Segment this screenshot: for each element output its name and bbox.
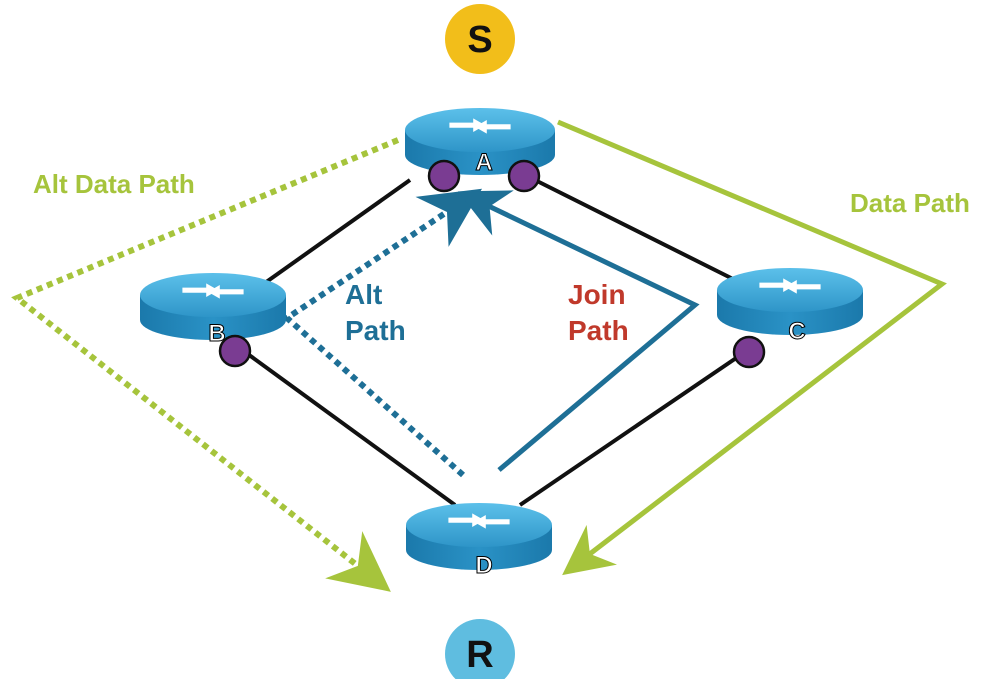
- link-a-b: [253, 178, 412, 292]
- interface-dot-icon: [507, 159, 541, 193]
- router-b-label: B: [208, 320, 225, 347]
- link-b-d: [243, 350, 457, 507]
- data-path-line: [557, 119, 947, 576]
- physical-links: [243, 178, 747, 507]
- interface-dot-icon: [732, 335, 766, 369]
- router-c-label: C: [788, 318, 805, 345]
- alt-data-path-line: [11, 137, 400, 592]
- alt-data-path-label: Alt Data Path: [33, 169, 195, 199]
- interface-dots: [218, 159, 766, 369]
- join-path-line: [457, 190, 700, 472]
- source-label: S: [467, 19, 492, 61]
- router-b[interactable]: [140, 273, 286, 340]
- join-path-label-line1: Join: [568, 279, 626, 310]
- router-d-label: D: [475, 552, 492, 579]
- alt-path-line: [282, 188, 483, 478]
- data-path-label: Data Path: [850, 188, 970, 218]
- source-node[interactable]: S: [445, 4, 515, 74]
- receiver-label: R: [466, 634, 493, 676]
- router-a-label: A: [475, 149, 492, 176]
- router-c[interactable]: [717, 268, 863, 335]
- link-c-d: [518, 350, 747, 507]
- alt-path-label-line2: Path: [345, 315, 406, 346]
- router-d[interactable]: [406, 503, 552, 570]
- link-a-c: [534, 178, 736, 282]
- interface-dot-icon: [218, 334, 252, 368]
- alt-path-label-line1: Alt: [345, 279, 382, 310]
- receiver-node[interactable]: R: [445, 619, 515, 679]
- join-path-label-line2: Path: [568, 315, 629, 346]
- interface-dot-icon: [427, 159, 461, 193]
